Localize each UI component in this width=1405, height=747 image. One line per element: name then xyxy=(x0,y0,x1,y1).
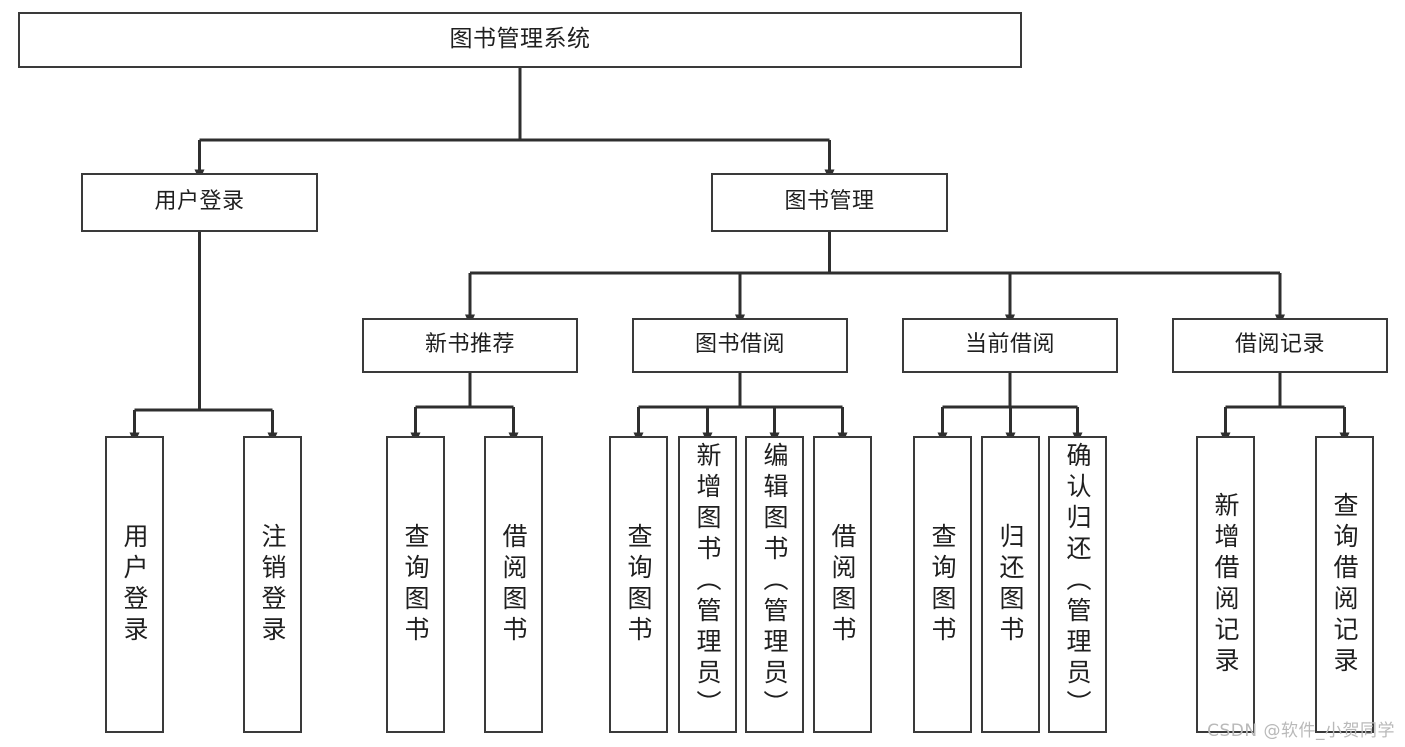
node-label: 用户登录 xyxy=(120,522,149,647)
node-label: 用户登录 xyxy=(154,189,245,215)
node-leaf-add-book[interactable]: 新增图书（管理员） xyxy=(678,436,737,733)
node-label: 新增图书（管理员） xyxy=(693,442,722,721)
node-label: 查询图书 xyxy=(624,522,653,647)
node-label: 当前借阅 xyxy=(964,332,1055,358)
node-label: 借阅记录 xyxy=(1234,332,1325,358)
connector-group xyxy=(129,68,1350,444)
node-label: 借阅图书 xyxy=(828,522,857,647)
node-leaf-query-book-3[interactable]: 查询图书 xyxy=(913,436,972,733)
node-leaf-borrow-book-2[interactable]: 借阅图书 xyxy=(813,436,872,733)
node-label: 归还图书 xyxy=(996,522,1025,647)
node-leaf-query-book-1[interactable]: 查询图书 xyxy=(386,436,445,733)
node-leaf-return-book[interactable]: 归还图书 xyxy=(981,436,1040,733)
node-leaf-add-record[interactable]: 新增借阅记录 xyxy=(1196,436,1255,733)
node-label: 查询图书 xyxy=(928,522,957,647)
node-label: 查询图书 xyxy=(401,522,430,647)
node-root[interactable]: 图书管理系统 xyxy=(18,12,1022,68)
node-book-borrow[interactable]: 图书借阅 xyxy=(632,318,848,373)
node-label: 新增借阅记录 xyxy=(1211,491,1240,678)
node-leaf-query-record[interactable]: 查询借阅记录 xyxy=(1315,436,1374,733)
node-new-book-rec[interactable]: 新书推荐 xyxy=(362,318,578,373)
node-borrow-record[interactable]: 借阅记录 xyxy=(1172,318,1388,373)
node-leaf-query-book-2[interactable]: 查询图书 xyxy=(609,436,668,733)
node-label: 图书借阅 xyxy=(694,332,785,358)
node-label: 图书管理 xyxy=(784,189,875,215)
node-book-manage[interactable]: 图书管理 xyxy=(711,173,948,232)
node-label: 编辑图书（管理员） xyxy=(760,442,789,721)
node-current-borrow[interactable]: 当前借阅 xyxy=(902,318,1118,373)
node-leaf-user-login[interactable]: 用户登录 xyxy=(105,436,164,733)
node-label: 借阅图书 xyxy=(499,522,528,647)
node-leaf-borrow-book-1[interactable]: 借阅图书 xyxy=(484,436,543,733)
node-label: 确认归还（管理员） xyxy=(1063,442,1092,721)
node-label: 新书推荐 xyxy=(424,332,515,358)
node-label: 图书管理系统 xyxy=(449,26,591,53)
node-user-login[interactable]: 用户登录 xyxy=(81,173,318,232)
node-leaf-logout[interactable]: 注销登录 xyxy=(243,436,302,733)
node-label: 注销登录 xyxy=(258,522,287,647)
node-leaf-confirm-return[interactable]: 确认归还（管理员） xyxy=(1048,436,1107,733)
node-leaf-edit-book[interactable]: 编辑图书（管理员） xyxy=(745,436,804,733)
node-label: 查询借阅记录 xyxy=(1330,491,1359,678)
